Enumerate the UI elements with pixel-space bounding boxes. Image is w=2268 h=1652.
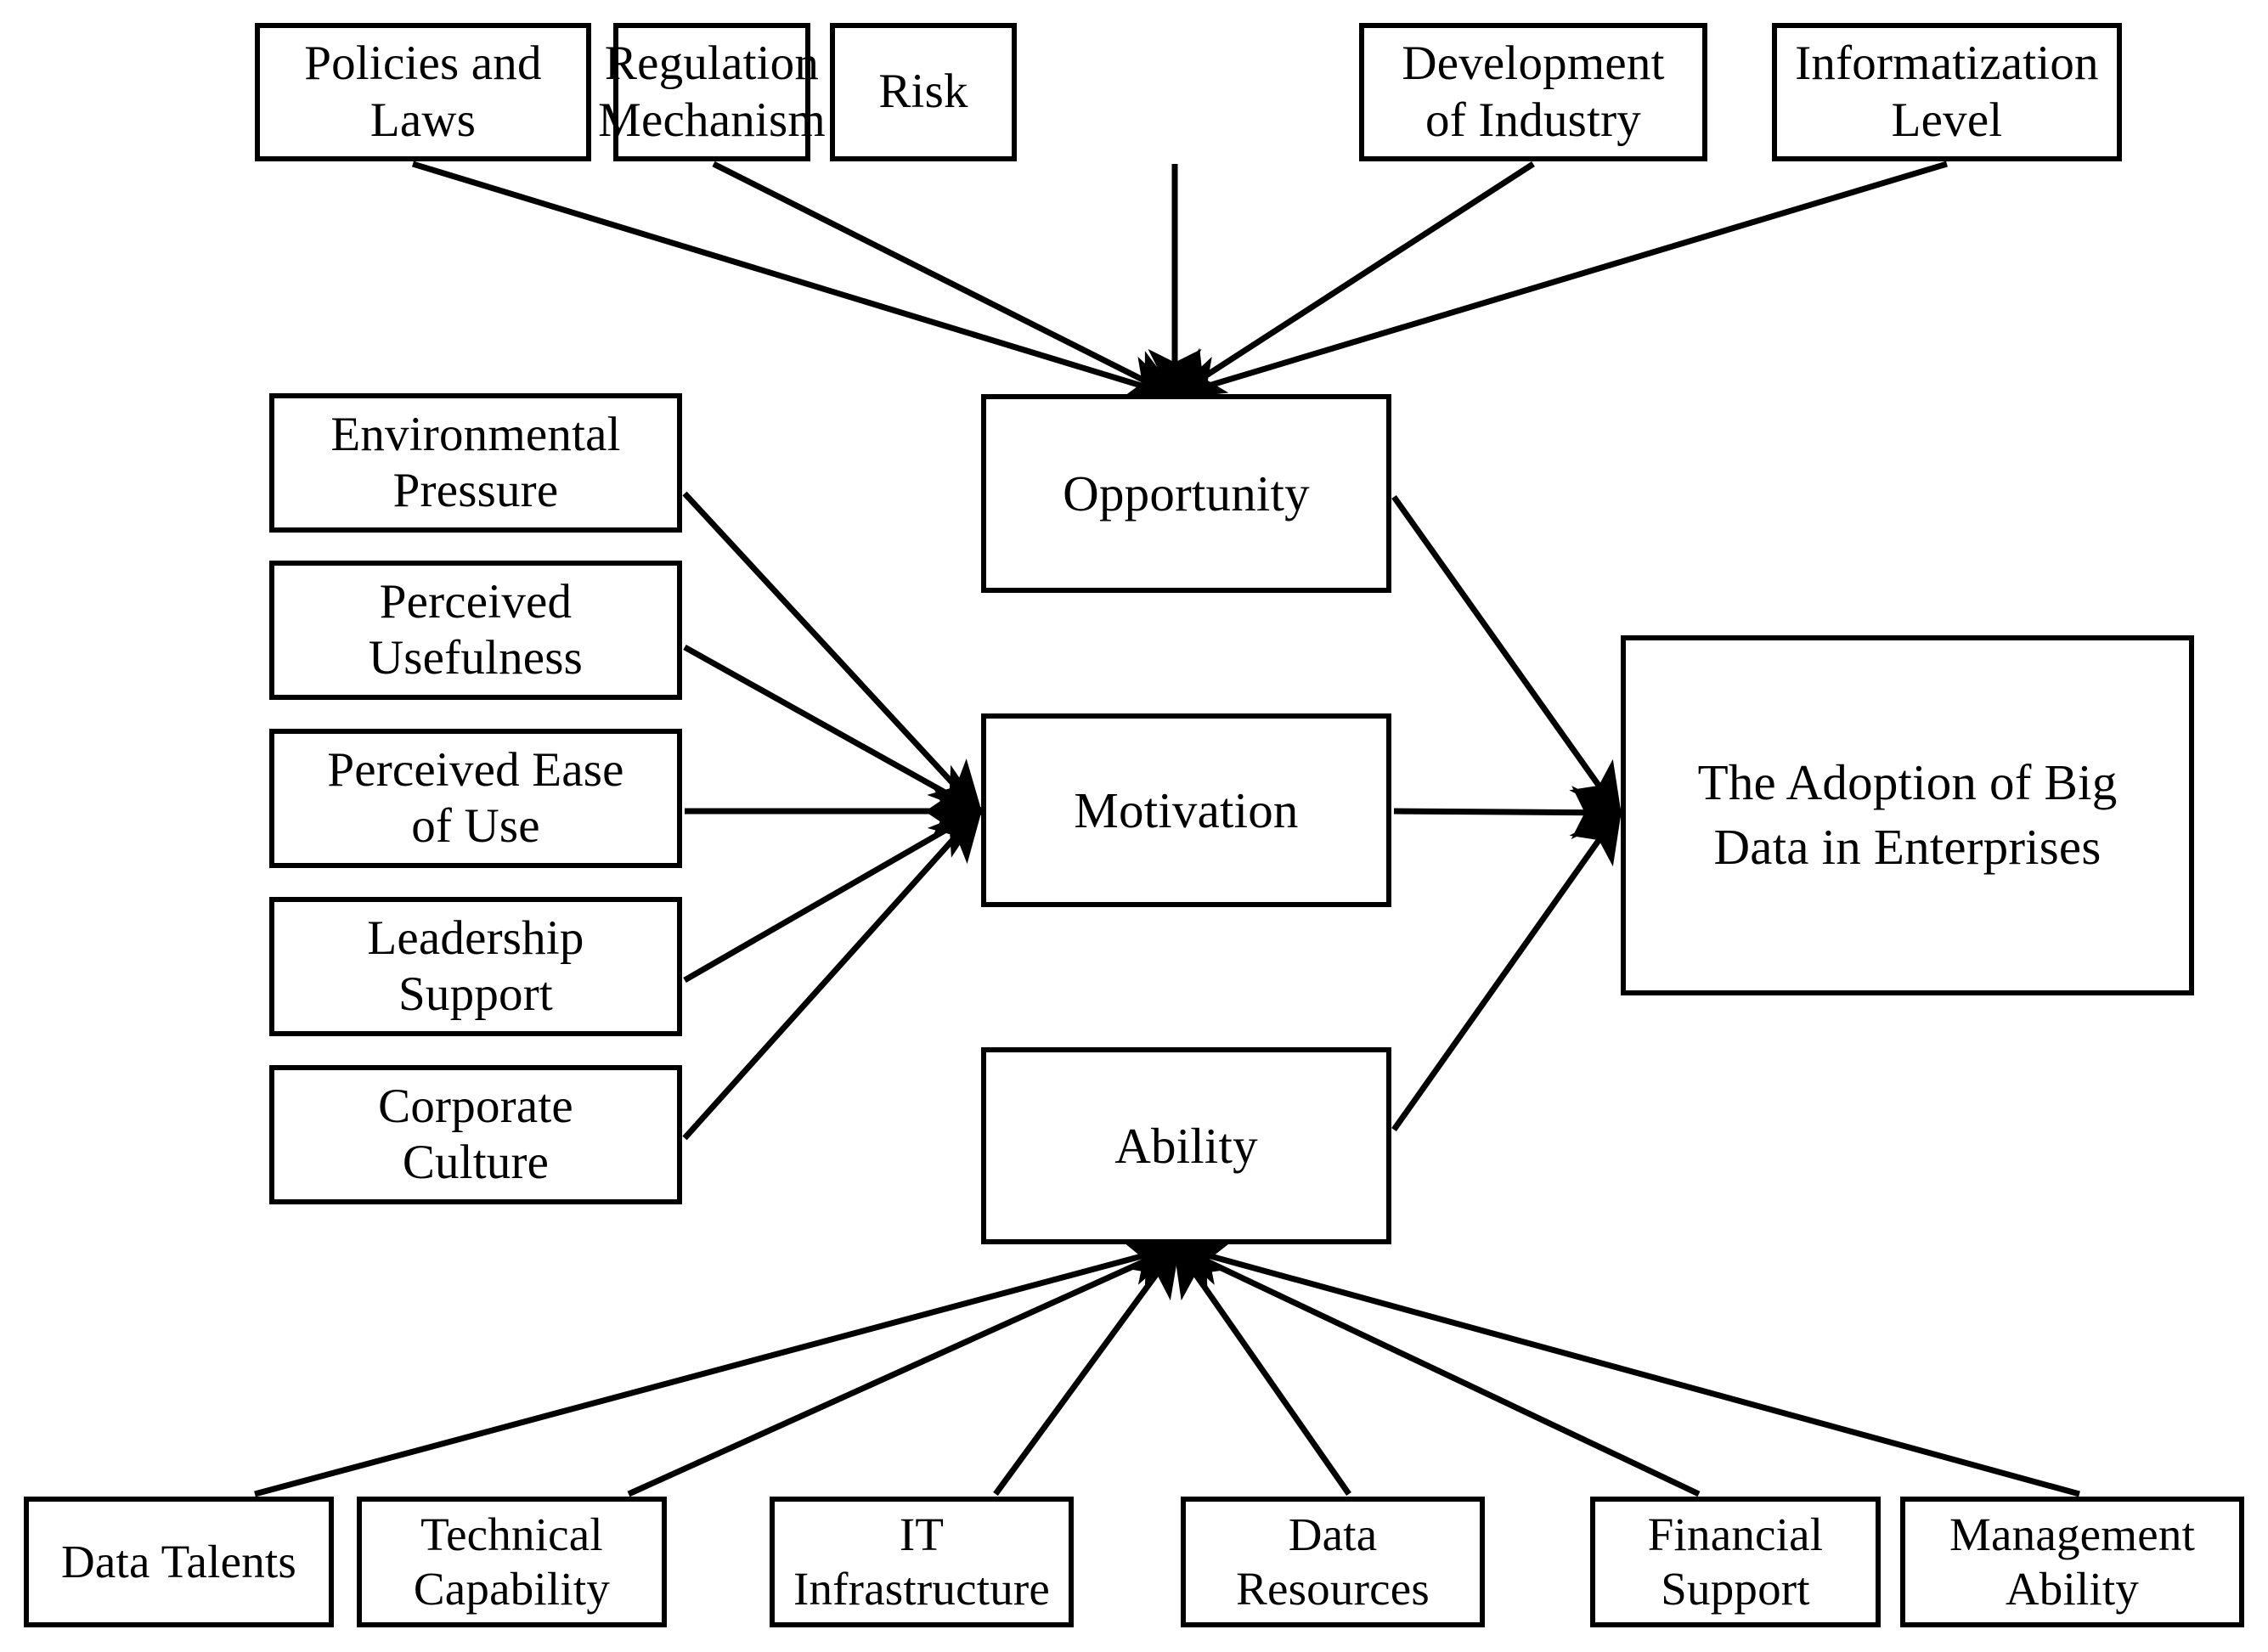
node-label: Development of Industry — [1402, 37, 1665, 147]
node-label: Leadership Support — [367, 911, 584, 1021]
node-technical-capability[interactable]: Technical Capability — [357, 1497, 667, 1627]
node-perceived-usefulness[interactable]: Perceived Usefulness — [269, 561, 682, 700]
connector-arrow — [1391, 494, 1622, 819]
node-development-of-industry[interactable]: Development of Industry — [1359, 23, 1707, 161]
connector-arrow — [1169, 161, 1535, 400]
node-regulation-mechanism[interactable]: Regulation Mechanism — [598, 23, 826, 161]
connector-arrow — [1170, 1233, 2080, 1497]
node-label: Data Talents — [60, 1536, 297, 1588]
node-data-resources[interactable]: Data Resources — [1181, 1497, 1485, 1627]
node-label: Opportunity — [1063, 465, 1310, 522]
node-label: Management Ability — [1949, 1508, 2196, 1615]
node-financial-support[interactable]: Financial Support — [1590, 1497, 1881, 1627]
connector-arrow — [683, 644, 984, 815]
node-policies-and-laws[interactable]: Policies and Laws — [255, 23, 591, 161]
node-label: Data Resources — [1236, 1508, 1430, 1615]
node-corporate-culture[interactable]: Corporate Culture — [269, 1065, 682, 1204]
node-label: Financial Support — [1647, 1508, 1824, 1615]
node-data-talents[interactable]: Data Talents — [24, 1497, 334, 1627]
node-opportunity[interactable]: Opportunity — [981, 394, 1391, 593]
connector-arrow — [1168, 161, 1949, 409]
node-leadership-support[interactable]: Leadership Support — [269, 897, 682, 1036]
node-risk[interactable]: Risk — [830, 23, 1017, 161]
node-perceived-ease-of-use[interactable]: Perceived Ease of Use — [269, 729, 682, 868]
connector-arrow — [411, 161, 1182, 409]
node-label: Perceived Usefulness — [368, 574, 584, 685]
node-label: Informatization Level — [1795, 37, 2099, 147]
node-ability[interactable]: Ability — [981, 1047, 1391, 1244]
node-label: Risk — [878, 65, 968, 119]
node-label: Environmental Pressure — [330, 407, 621, 517]
connector-arrow — [1393, 786, 1625, 840]
node-informatization-level[interactable]: Informatization Level — [1772, 23, 2122, 161]
node-label: Motivation — [1074, 781, 1299, 838]
connector-arrow — [683, 808, 984, 984]
connector-arrow — [682, 491, 984, 816]
connector-arrow — [1391, 807, 1622, 1132]
node-label: Perceived Ease of Use — [327, 742, 624, 853]
connector-arrow — [254, 1232, 1183, 1497]
node-label: Policies and Laws — [304, 37, 542, 147]
connector-arrow — [1170, 1243, 1701, 1497]
connector-arrow — [993, 1241, 1181, 1497]
node-adoption-of-big-data[interactable]: The Adoption of Big Data in Enterprises — [1621, 635, 2194, 995]
connector-arrow — [712, 161, 1182, 399]
node-label: Technical Capability — [413, 1508, 611, 1615]
node-motivation[interactable]: Motivation — [981, 713, 1391, 907]
connector-arrow — [682, 806, 984, 1141]
connector-arrow — [627, 1241, 1183, 1497]
node-management-ability[interactable]: Management Ability — [1900, 1497, 2244, 1627]
node-label: The Adoption of Big Data in Enterprises — [1697, 754, 2118, 875]
node-label: IT Infrastructure — [793, 1508, 1051, 1615]
node-label: Corporate Culture — [378, 1079, 573, 1189]
node-it-infrastructure[interactable]: IT Infrastructure — [770, 1497, 1074, 1627]
node-label: Regulation Mechanism — [598, 37, 826, 147]
node-environmental-pressure[interactable]: Environmental Pressure — [269, 393, 682, 533]
node-label: Ability — [1114, 1117, 1258, 1174]
